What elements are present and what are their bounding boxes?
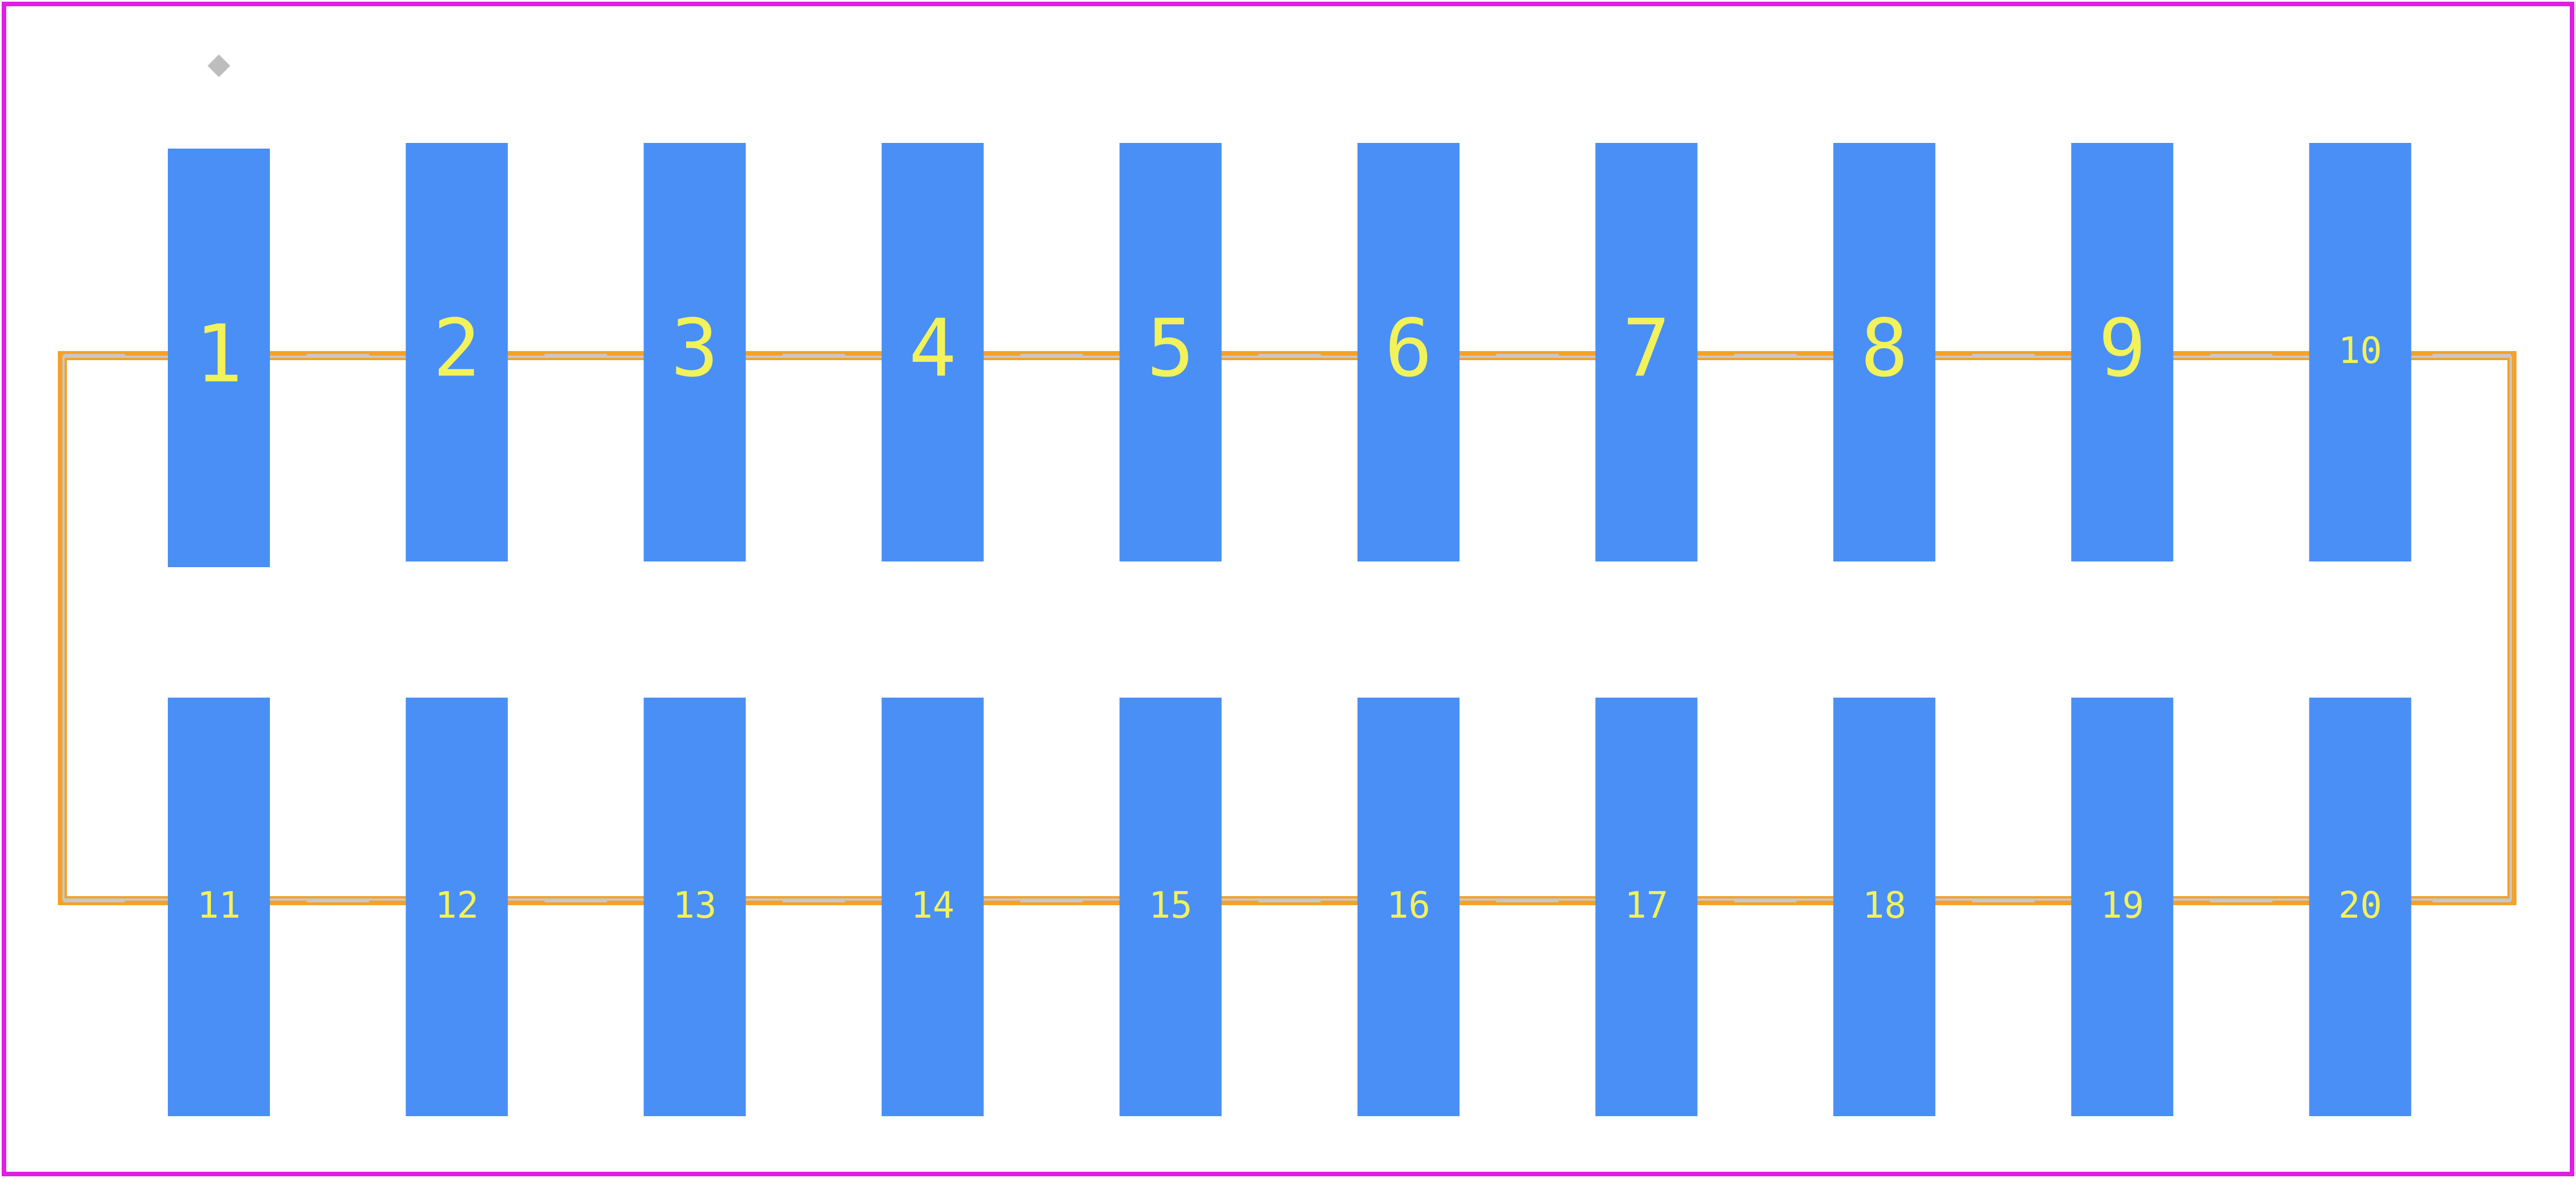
pad-rect <box>1357 143 1460 561</box>
pad-label: 2 <box>433 302 480 395</box>
pad-label: 10 <box>2338 330 2382 372</box>
pad-rect <box>881 143 984 561</box>
pad-label: 9 <box>2099 302 2146 395</box>
pad-rect <box>405 698 508 1116</box>
pad-rect <box>1595 143 1698 561</box>
pad-rect <box>2071 143 2173 561</box>
pad-rect <box>405 143 508 561</box>
top-pad-5: 5 <box>1119 143 1222 561</box>
pad-rect <box>1119 143 1222 561</box>
bottom-pad-row: 11 12 13 14 15 16 17 18 19 20 <box>168 698 2412 1116</box>
top-pad-2: 2 <box>405 143 508 561</box>
pad-rect <box>168 149 270 567</box>
pin1-diamond-marker-icon <box>208 54 230 77</box>
pad-rect <box>644 698 746 1116</box>
top-pad-10: 10 <box>2309 143 2412 561</box>
pad-rect <box>1357 698 1460 1116</box>
pad-label: 4 <box>909 302 957 395</box>
top-pad-row: 1 2 3 4 5 6 7 8 9 10 <box>168 143 2412 567</box>
pad-label: 18 <box>1863 885 1906 927</box>
pad-rect <box>2309 698 2412 1116</box>
pad-label: 3 <box>671 302 718 395</box>
pad-label: 1 <box>195 308 243 400</box>
pad-label: 12 <box>435 885 479 927</box>
pad-rect <box>1119 698 1222 1116</box>
bottom-pad-20: 20 <box>2309 698 2412 1116</box>
top-pad-4: 4 <box>881 143 984 561</box>
bottom-pad-19: 19 <box>2071 698 2173 1116</box>
pad-label: 14 <box>911 885 954 927</box>
pad-rect <box>1595 698 1698 1116</box>
top-pad-8: 8 <box>1833 143 1936 561</box>
pad-rect <box>2071 698 2173 1116</box>
pad-label: 15 <box>1149 885 1192 927</box>
pad-rect <box>1833 698 1936 1116</box>
bottom-pad-18: 18 <box>1833 698 1936 1116</box>
silkscreen-gap-marks <box>64 354 2511 902</box>
pad-rect <box>2309 143 2412 561</box>
pad-label: 5 <box>1147 302 1194 395</box>
top-pad-6: 6 <box>1357 143 1460 561</box>
bottom-pad-14: 14 <box>881 698 984 1116</box>
pad-label: 8 <box>1860 302 1908 395</box>
pad-rect <box>168 698 270 1116</box>
top-pad-9: 9 <box>2071 143 2173 561</box>
pad-label: 19 <box>2100 885 2144 927</box>
pad-label: 13 <box>673 885 717 927</box>
bottom-pad-16: 16 <box>1357 698 1460 1116</box>
top-pad-1: 1 <box>168 149 270 567</box>
pad-rect <box>881 698 984 1116</box>
pad-rect <box>1833 143 1936 561</box>
pad-label: 17 <box>1625 885 1668 927</box>
bottom-pad-17: 17 <box>1595 698 1698 1116</box>
pad-label: 6 <box>1385 302 1432 395</box>
bottom-pad-15: 15 <box>1119 698 1222 1116</box>
bottom-pad-12: 12 <box>405 698 508 1116</box>
pad-label: 7 <box>1622 302 1670 395</box>
pad-label: 11 <box>197 885 240 927</box>
pad-label: 20 <box>2338 885 2382 927</box>
bottom-pad-13: 13 <box>644 698 746 1116</box>
pad-rect <box>644 143 746 561</box>
top-pad-7: 7 <box>1595 143 1698 561</box>
pad-label: 16 <box>1386 885 1430 927</box>
bottom-pad-11: 11 <box>168 698 270 1116</box>
top-pad-3: 3 <box>644 143 746 561</box>
